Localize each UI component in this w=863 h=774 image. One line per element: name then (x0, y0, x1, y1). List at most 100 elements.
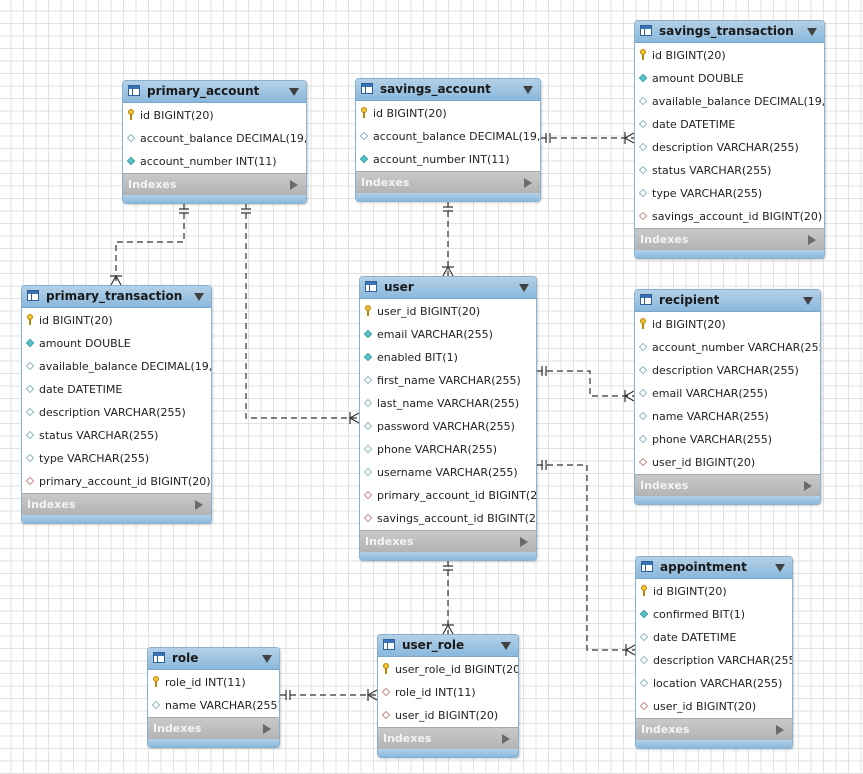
column-text: confirmed BIT(1) (653, 608, 746, 621)
column-row[interactable]: enabled BIT(1) (360, 346, 536, 369)
column-row[interactable]: user_role_id BIGINT(20) (378, 658, 518, 681)
entity-header[interactable]: role (148, 648, 279, 670)
column-row[interactable]: date DATETIME (636, 626, 792, 649)
chevron-down-icon[interactable] (519, 284, 529, 292)
column-row[interactable]: type VARCHAR(255) (635, 182, 824, 205)
column-row[interactable]: available_balance DECIMAL(19,2) (22, 355, 211, 378)
column-row[interactable]: user_id BIGINT(20) (635, 451, 820, 474)
indexes-section[interactable]: Indexes (636, 718, 792, 740)
indexes-section[interactable]: Indexes (635, 474, 820, 496)
column-row[interactable]: role_id INT(11) (378, 681, 518, 704)
column-row[interactable]: username VARCHAR(255) (360, 461, 536, 484)
entity-header[interactable]: recipient (635, 290, 820, 312)
column-row[interactable]: savings_account_id BIGINT(20) (360, 507, 536, 530)
entity-header[interactable]: savings_transaction (635, 21, 824, 43)
chevron-down-icon[interactable] (807, 28, 817, 36)
column-row[interactable]: user_id BIGINT(20) (378, 704, 518, 727)
column-row[interactable]: name VARCHAR(255) (635, 405, 820, 428)
column-row[interactable]: password VARCHAR(255) (360, 415, 536, 438)
indexes-section[interactable]: Indexes (123, 173, 306, 195)
column-row[interactable]: email VARCHAR(255) (635, 382, 820, 405)
column-row[interactable]: id BIGINT(20) (356, 102, 540, 125)
column-row[interactable]: type VARCHAR(255) (22, 447, 211, 470)
column-row[interactable]: description VARCHAR(255) (636, 649, 792, 672)
column-row[interactable]: account_balance DECIMAL(19,2) (123, 127, 306, 150)
column-row[interactable]: phone VARCHAR(255) (635, 428, 820, 451)
rel-user-recipient[interactable] (537, 370, 634, 397)
column-row[interactable]: id BIGINT(20) (22, 309, 211, 332)
chevron-right-icon[interactable] (502, 734, 510, 744)
column-row[interactable]: account_number INT(11) (356, 148, 540, 171)
column-row[interactable]: description VARCHAR(255) (635, 359, 820, 382)
indexes-section[interactable]: Indexes (635, 228, 824, 250)
column-row[interactable]: primary_account_id BIGINT(20) (22, 470, 211, 493)
column-row[interactable]: account_number INT(11) (123, 150, 306, 173)
column-row[interactable]: account_number VARCHAR(255) (635, 336, 820, 359)
rel-primary-account-primary-transaction[interactable] (115, 203, 185, 285)
chevron-down-icon[interactable] (262, 655, 272, 663)
entity-header[interactable]: primary_account (123, 81, 306, 103)
column-row[interactable]: role_id INT(11) (148, 671, 279, 694)
entity-header[interactable]: appointment (636, 557, 792, 579)
indexes-section[interactable]: Indexes (148, 717, 279, 739)
chevron-right-icon[interactable] (524, 178, 532, 188)
column-row[interactable]: amount DOUBLE (635, 67, 824, 90)
column-row[interactable]: date DATETIME (635, 113, 824, 136)
column-row[interactable]: available_balance DECIMAL(19,2) (635, 90, 824, 113)
chevron-down-icon[interactable] (523, 86, 533, 94)
column-row[interactable]: email VARCHAR(255) (360, 323, 536, 346)
entity-header[interactable]: primary_transaction (22, 286, 211, 308)
column-row[interactable]: amount DOUBLE (22, 332, 211, 355)
column-row[interactable]: user_id BIGINT(20) (360, 300, 536, 323)
entity-header[interactable]: savings_account (356, 79, 540, 101)
chevron-right-icon[interactable] (263, 724, 271, 734)
chevron-down-icon[interactable] (775, 564, 785, 572)
column-row[interactable]: description VARCHAR(255) (635, 136, 824, 159)
column-row[interactable]: first_name VARCHAR(255) (360, 369, 536, 392)
indexes-section[interactable]: Indexes (378, 727, 518, 749)
column-row[interactable]: id BIGINT(20) (635, 44, 824, 67)
chevron-right-icon[interactable] (290, 180, 298, 190)
chevron-right-icon[interactable] (195, 500, 203, 510)
column-row[interactable]: id BIGINT(20) (123, 104, 306, 127)
column-row[interactable]: phone VARCHAR(255) (360, 438, 536, 461)
column-row[interactable]: id BIGINT(20) (635, 313, 820, 336)
chevron-right-icon[interactable] (808, 235, 816, 245)
chevron-right-icon[interactable] (776, 725, 784, 735)
column-row[interactable]: savings_account_id BIGINT(20) (635, 205, 824, 228)
indexes-section[interactable]: Indexes (356, 171, 540, 193)
rel-primary-account-user[interactable] (245, 203, 359, 419)
column-row[interactable]: user_id BIGINT(20) (636, 695, 792, 718)
column-row[interactable]: name VARCHAR(255) (148, 694, 279, 717)
column-row[interactable]: confirmed BIT(1) (636, 603, 792, 626)
rel-user-appointment[interactable] (537, 464, 635, 651)
column-row[interactable]: location VARCHAR(255) (636, 672, 792, 695)
entity-header[interactable]: user (360, 277, 536, 299)
chevron-down-icon[interactable] (501, 642, 511, 650)
chevron-down-icon[interactable] (194, 293, 204, 301)
column-row[interactable]: last_name VARCHAR(255) (360, 392, 536, 415)
column-row[interactable]: status VARCHAR(255) (635, 159, 824, 182)
column-row[interactable]: account_balance DECIMAL(19,2) (356, 125, 540, 148)
entity-header[interactable]: user_role (378, 635, 518, 657)
column-row[interactable]: description VARCHAR(255) (22, 401, 211, 424)
chevron-down-icon[interactable] (289, 88, 299, 96)
column-row[interactable]: date DATETIME (22, 378, 211, 401)
column-row[interactable]: primary_account_id BIGINT(20) (360, 484, 536, 507)
column-row[interactable]: id BIGINT(20) (636, 580, 792, 603)
indexes-section[interactable]: Indexes (22, 493, 211, 515)
chevron-right-icon[interactable] (520, 537, 528, 547)
indexes-section[interactable]: Indexes (360, 530, 536, 552)
chevron-right-icon[interactable] (804, 481, 812, 491)
chevron-down-icon[interactable] (803, 297, 813, 305)
column-row[interactable]: status VARCHAR(255) (22, 424, 211, 447)
